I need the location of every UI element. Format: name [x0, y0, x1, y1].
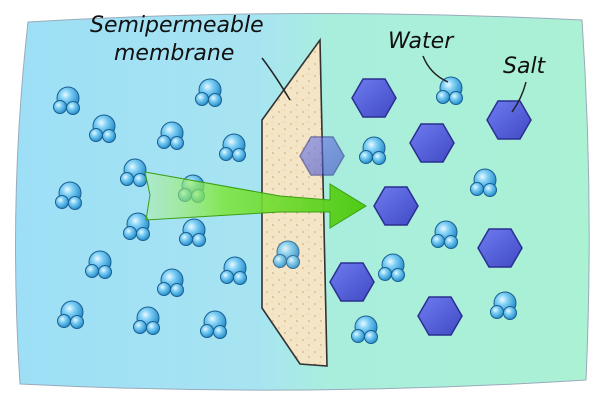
flow-arrow-icon — [144, 171, 367, 229]
salt-label: Salt — [503, 54, 546, 79]
water-leader-line — [422, 55, 449, 83]
leader-lines — [261, 55, 527, 113]
membrane-label-line2: membrane — [114, 41, 235, 66]
water-label: Water — [388, 29, 454, 54]
membrane-label-line1: Semipermeable — [90, 13, 264, 38]
salt-leader-line — [511, 81, 527, 113]
membrane-leader-line — [261, 57, 291, 101]
